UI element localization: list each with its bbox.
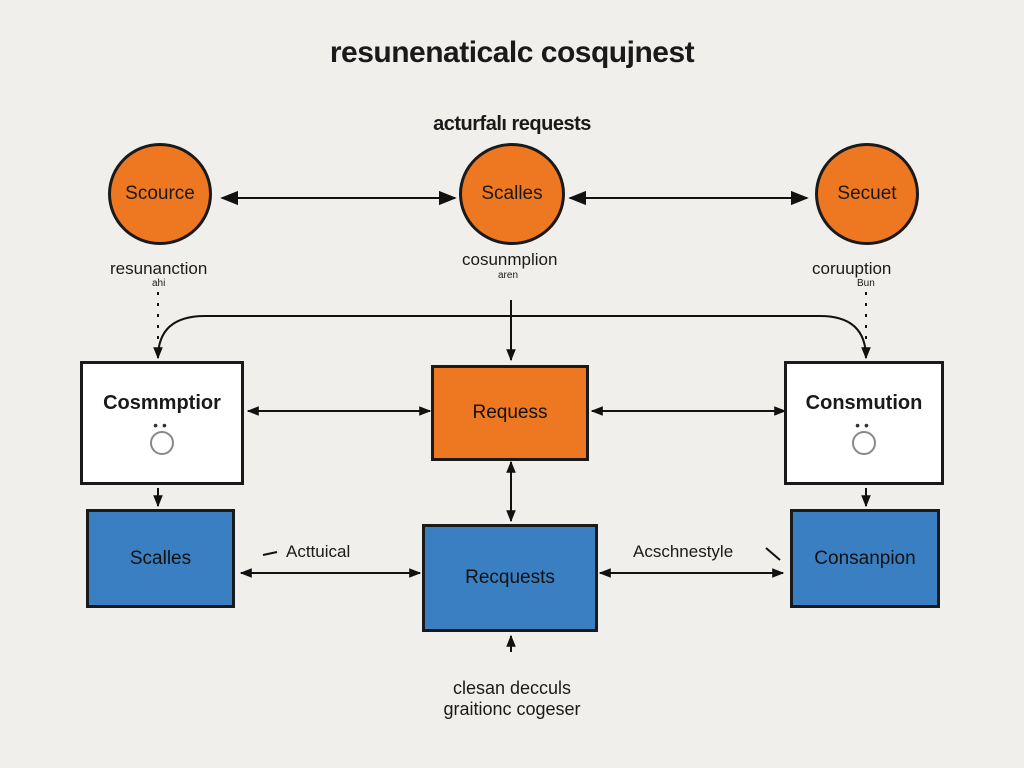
edge-label-right: Acschnestyle: [633, 542, 734, 561]
node-scalles-bottom: Scalles: [86, 509, 235, 608]
node-recquests-label: Recquests: [465, 567, 555, 588]
node-cosmmptior: Cosmmptior ••: [80, 361, 244, 485]
edge-small-right-tick: [765, 547, 781, 561]
page-title: resunenaticalc cosqujnest: [329, 36, 695, 69]
edge-small-left-dash: [262, 551, 278, 556]
node-consanpion-label: Consanpion: [814, 547, 916, 569]
footer-line-2: graitionc cogeser: [443, 699, 581, 719]
node-scalles-top-label: Scalles: [481, 183, 543, 204]
subcaption-secuet: Bun: [857, 278, 875, 289]
node-consmution: Consmution ••: [784, 361, 944, 485]
caption-secuet: coruuption: [812, 259, 892, 278]
node-consmution-dots: ••: [855, 416, 873, 433]
subcaption-scource: ahi: [152, 278, 166, 289]
node-scalles-top: Scalles: [459, 143, 565, 245]
node-secuet: Secuet: [815, 143, 919, 245]
node-consmution-label: Consmution: [805, 391, 923, 414]
node-scource: Scource: [108, 143, 212, 245]
caption-scalles: cosunmplion: [462, 250, 558, 269]
node-scalles-bottom-label: Scalles: [129, 547, 192, 569]
ring-icon: [150, 430, 174, 455]
node-consanpion: Consanpion: [790, 509, 940, 608]
edge-label-left: Acttuical: [286, 542, 351, 561]
node-requess-label: Requess: [472, 402, 548, 423]
node-cosmmptior-dots: ••: [153, 416, 171, 433]
node-scource-label: Scource: [125, 183, 195, 204]
node-recquests: Recquests: [422, 524, 598, 632]
node-cosmmptior-label: Cosmmptior: [103, 391, 221, 414]
footer-line-1: clesan decculs: [452, 678, 572, 698]
node-secuet-label: Secuet: [837, 183, 897, 204]
edge-top-arch: [153, 315, 871, 360]
diagram-subtitle: acturfalı requests: [433, 113, 591, 135]
ring-icon: [852, 430, 876, 455]
caption-scource: resunanction: [110, 259, 208, 278]
subcaption-scalles: aren: [498, 270, 519, 281]
node-requess: Requess: [431, 365, 589, 461]
